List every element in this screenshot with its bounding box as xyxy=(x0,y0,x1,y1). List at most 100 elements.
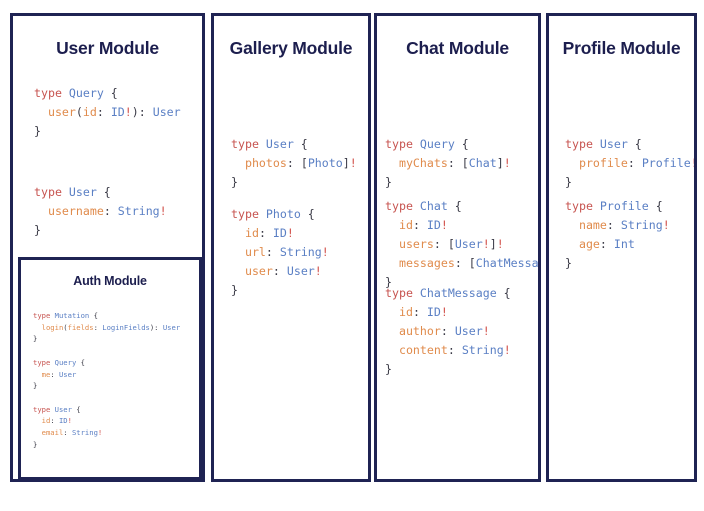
code-token: } xyxy=(33,334,38,344)
code-block-auth-schema: type Mutation { login(fields: LoginField… xyxy=(33,310,180,450)
panel-user-module[interactable]: User Module type Query { user(id: ID!): … xyxy=(10,13,205,482)
panel-gallery-module[interactable]: Gallery Module type User { photos: [Phot… xyxy=(211,13,371,482)
code-token: : [ xyxy=(447,155,469,170)
code-token: { xyxy=(447,199,462,213)
code-token xyxy=(565,237,579,251)
code-token: User xyxy=(68,185,97,199)
code-token: type xyxy=(385,286,420,300)
code-token: login xyxy=(41,322,64,332)
code-token: ! xyxy=(321,244,329,259)
code-token: ! xyxy=(662,217,670,232)
code-token: Chat xyxy=(468,155,497,170)
code-token: ! xyxy=(124,104,132,119)
code-token: author xyxy=(398,323,441,338)
code-token: ! xyxy=(482,323,490,338)
panel-title-chat-module: Chat Module xyxy=(406,38,509,58)
code-token: ] xyxy=(496,155,504,170)
code-token: { xyxy=(648,199,663,213)
code-token: { xyxy=(496,286,511,300)
code-token: : xyxy=(103,203,118,218)
code-token: Query xyxy=(419,137,455,151)
code-token: } xyxy=(33,381,38,391)
code-token: Query xyxy=(68,86,104,100)
code-token: type xyxy=(565,199,600,213)
code-token: User xyxy=(599,137,628,151)
panel-title-user-module: User Module xyxy=(56,38,159,58)
code-token: } xyxy=(34,222,41,237)
code-token: ): xyxy=(149,322,163,332)
code-token: type xyxy=(33,404,55,414)
code-token: Photo xyxy=(265,207,301,221)
code-token: : xyxy=(50,416,59,426)
code-token: Int xyxy=(613,236,635,251)
code-token: profile xyxy=(578,155,628,170)
code-token: ID xyxy=(272,225,287,240)
code-token xyxy=(231,245,245,259)
panel-chat-module[interactable]: Chat Module type Query { myChats: [Chat]… xyxy=(374,13,541,482)
code-token: String xyxy=(117,203,160,218)
code-token: type xyxy=(385,199,420,213)
code-block-gallery-user: type User { photos: [Photo]! } xyxy=(231,135,357,192)
code-token: type xyxy=(34,86,69,100)
code-token: { xyxy=(454,137,469,151)
code-token: ! xyxy=(314,263,322,278)
code-token: : xyxy=(412,304,427,319)
code-token: id xyxy=(398,217,413,232)
code-token: ! xyxy=(690,155,697,170)
code-token: : [ xyxy=(433,236,455,251)
code-token: } xyxy=(385,274,392,289)
code-token: : xyxy=(96,104,111,119)
code-token: ! xyxy=(286,225,294,240)
code-token: user xyxy=(244,263,273,278)
code-token: User xyxy=(152,104,181,119)
code-token: type xyxy=(385,137,420,151)
code-token: url xyxy=(244,244,266,259)
code-token: : xyxy=(447,342,462,357)
panel-title-auth-module: Auth Module xyxy=(73,274,147,288)
code-token: ID xyxy=(110,104,125,119)
code-token: LoginFields xyxy=(102,322,150,332)
code-token: : [ xyxy=(454,255,476,270)
code-token: type xyxy=(33,357,55,367)
code-token xyxy=(33,370,42,379)
code-token xyxy=(565,218,579,232)
code-token: Query xyxy=(54,357,77,367)
code-token xyxy=(33,428,42,437)
code-token xyxy=(385,256,399,270)
code-token: user xyxy=(47,104,76,119)
code-token: : xyxy=(93,322,103,332)
code-token: name xyxy=(578,217,607,232)
panel-profile-module[interactable]: Profile Module type User { profile: Prof… xyxy=(546,13,697,482)
code-token: : [ xyxy=(286,155,308,170)
code-token xyxy=(385,343,399,357)
code-token xyxy=(34,105,48,119)
code-token: { xyxy=(627,137,642,151)
code-token: : xyxy=(627,155,642,170)
code-token xyxy=(385,305,399,319)
code-token: : xyxy=(606,217,621,232)
panel-title-gallery-module: Gallery Module xyxy=(229,38,353,58)
code-token: { xyxy=(103,86,118,100)
code-token: } xyxy=(565,255,572,270)
code-token: type xyxy=(231,207,266,221)
code-token: Photo xyxy=(307,155,343,170)
code-block-chat-message: type ChatMessage { id: ID! author: User!… xyxy=(385,284,511,379)
code-token: ChatMessage xyxy=(419,286,497,300)
code-token xyxy=(33,416,42,425)
code-token xyxy=(385,237,399,251)
code-token xyxy=(33,323,42,332)
code-token: users xyxy=(398,236,434,251)
code-token xyxy=(385,218,399,232)
code-token: : xyxy=(440,323,455,338)
code-token: } xyxy=(385,361,392,376)
code-token: { xyxy=(76,357,85,367)
panel-auth-module[interactable]: Auth Module type Mutation { login(fields… xyxy=(18,257,202,479)
code-token: type xyxy=(231,137,266,151)
code-token: id xyxy=(398,304,413,319)
code-token: age xyxy=(578,236,600,251)
code-token: Profile xyxy=(599,199,649,213)
code-token: ID xyxy=(426,304,441,319)
code-token: } xyxy=(34,123,41,138)
code-token: type xyxy=(33,311,55,320)
